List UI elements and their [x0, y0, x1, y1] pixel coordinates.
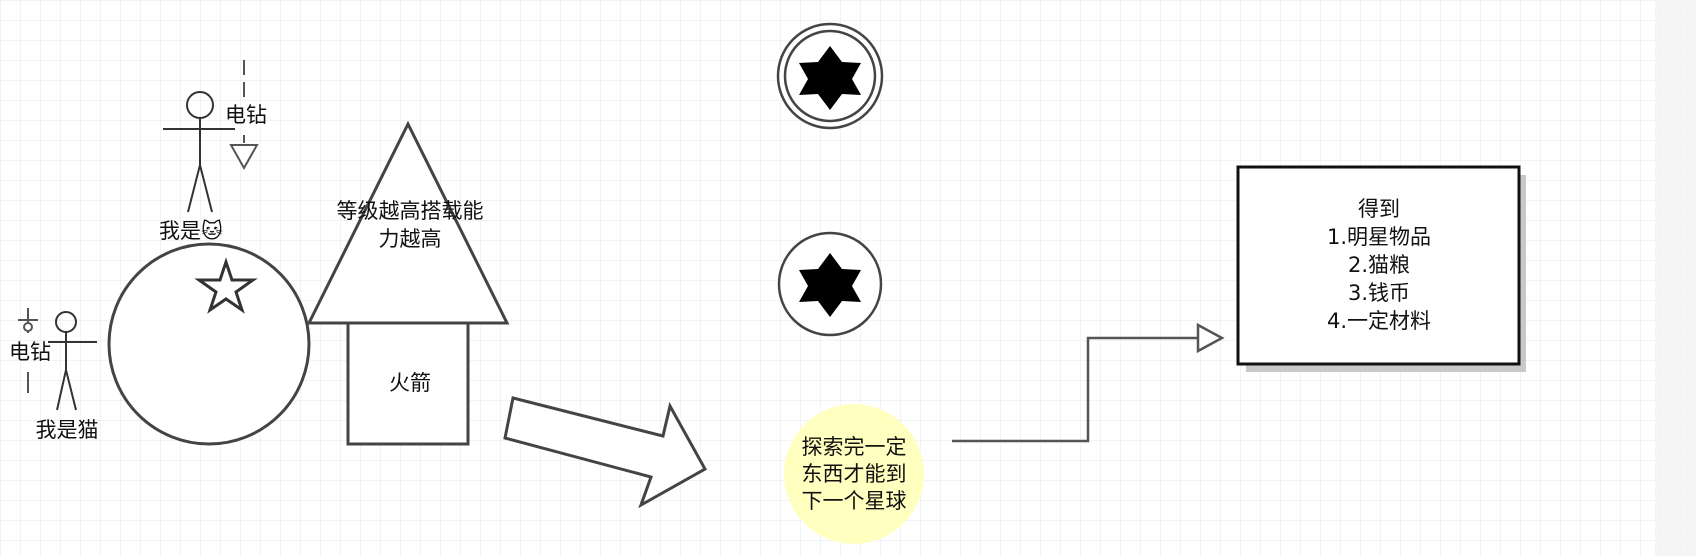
drill-left-symbol[interactable]: [18, 308, 38, 393]
actor-left[interactable]: [48, 311, 97, 411]
rocket-body-label: 火箭: [389, 371, 431, 395]
actor-top-label: 我是🐱: [159, 219, 223, 243]
actor-left-label: 我是猫: [36, 418, 99, 442]
rewards-box[interactable]: [1236, 165, 1521, 366]
rewards-item-1: 1.明星物品: [1327, 225, 1431, 249]
explore-note-line2: 东西才能到: [802, 462, 907, 486]
drill-left-label: 电钻: [9, 340, 51, 364]
planet-circle[interactable]: [107, 242, 311, 446]
drill-top-symbol[interactable]: [229, 60, 259, 171]
star-circle-double-icon[interactable]: [776, 22, 884, 130]
connector-elbow-line[interactable]: [952, 336, 1198, 443]
rewards-item-2: 2.猫粮: [1348, 253, 1410, 277]
rewards-item-4: 4.一定材料: [1327, 309, 1431, 333]
star-circle-icon[interactable]: [777, 231, 883, 337]
big-block-arrow[interactable]: [503, 396, 708, 509]
connector-arrowhead: [1196, 322, 1225, 354]
explore-note-line1: 探索完一定: [802, 435, 907, 459]
explore-note-circle[interactable]: [784, 404, 924, 544]
actor-top[interactable]: [163, 91, 235, 213]
rocket-nose-label-line1: 等级越高搭载能: [337, 199, 484, 223]
rewards-item-3: 3.钱币: [1348, 281, 1410, 305]
rocket-body[interactable]: [346, 321, 470, 446]
star-outline-icon: [194, 257, 258, 314]
rocket-nose-label-line2: 力越高: [379, 227, 442, 251]
explore-note-line3: 下一个星球: [802, 489, 907, 513]
rewards-title: 得到: [1358, 197, 1400, 221]
drill-top-label: 电钻: [225, 103, 267, 127]
right-edge-shade: [1655, 0, 1696, 556]
